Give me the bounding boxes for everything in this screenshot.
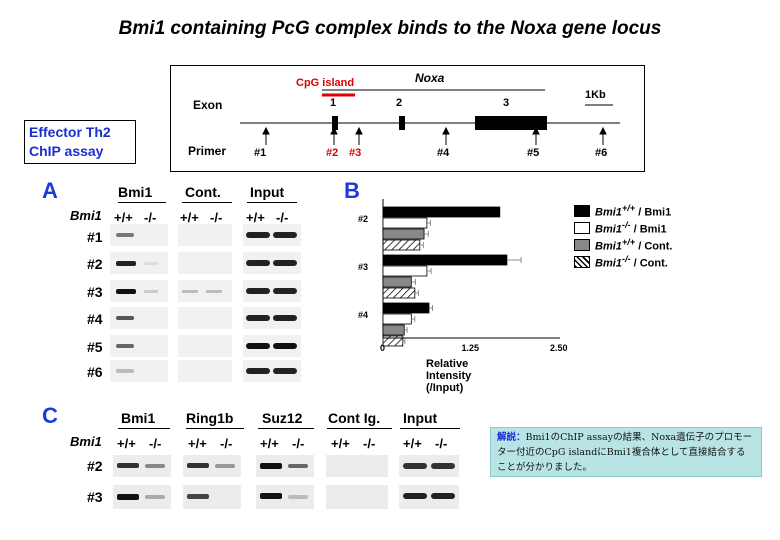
exon-1-block — [332, 116, 338, 130]
panel-a-letter: A — [42, 178, 58, 203]
bar-3-series-3 — [382, 276, 412, 288]
assay-label-line1: Effector Th2 — [29, 124, 111, 140]
panel-c-geno-9: +/+ — [403, 436, 422, 451]
panel-c-geno-2: -/- — [149, 436, 162, 451]
panel-c-geno-4: -/- — [220, 436, 233, 451]
note-keyword: 解説： — [497, 432, 526, 443]
exon-1-label: 1 — [330, 97, 337, 109]
panel-c-geno-3: +/+ — [188, 436, 207, 451]
panel-a-geno-2: -/- — [144, 210, 157, 225]
legend-swatch-2 — [574, 222, 590, 234]
panel-a-row-5: #5 — [87, 339, 103, 355]
panel-a-row-label: Bmi1 — [70, 208, 102, 223]
primer-1-label: #1 — [254, 147, 267, 159]
gene-name-label: Noxa — [415, 71, 445, 85]
primer-5-label: #5 — [527, 147, 540, 159]
exon-2-block — [399, 116, 405, 130]
panel-c-geno-10: -/- — [435, 436, 448, 451]
primer-2-label: #2 — [326, 147, 339, 159]
assay-label-line2: ChIP assay — [29, 143, 104, 159]
figure-title: Bmi1 containing PcG complex binds to the… — [118, 18, 662, 39]
panel-c-geno-1: +/+ — [117, 436, 136, 451]
panel-c-row-1: #2 — [87, 458, 103, 474]
chart-xtick-0: 0 — [380, 343, 386, 353]
panel-c-geno-7: +/+ — [331, 436, 350, 451]
panel-c-row-2: #3 — [87, 489, 103, 505]
exon-label: Exon — [193, 98, 223, 112]
panel-a-geno-1: +/+ — [114, 210, 133, 225]
exon-3-block — [475, 116, 547, 130]
panel-c-header-ring1b: Ring1b — [186, 410, 234, 426]
panel-a-row-6: #6 — [87, 364, 103, 380]
legend-swatch-1 — [574, 205, 590, 217]
panel-c-gels — [113, 455, 459, 509]
bar-2-series-1 — [382, 206, 501, 218]
panel-b-legend: Bmi1+/+ / Bmi1 Bmi1-/- / Bmi1 Bmi1+/+ / … — [574, 203, 734, 283]
panel-a-row-1: #1 — [87, 229, 103, 245]
panel-c-row-label: Bmi1 — [70, 434, 102, 449]
panel-b-chart — [382, 199, 560, 347]
bar-4-series-4 — [382, 335, 404, 347]
panel-c-header-input: Input — [403, 410, 438, 426]
cpg-island-label: CpG island — [296, 77, 355, 89]
primer-label: Primer — [188, 144, 227, 158]
scale-label: 1Kb — [585, 89, 606, 101]
exon-2-label: 2 — [396, 97, 403, 109]
bar-4-series-2 — [382, 313, 412, 325]
bar-3-series-1 — [382, 254, 508, 266]
bar-3-series-2 — [382, 265, 428, 277]
panel-c-header-suz12: Suz12 — [262, 410, 303, 426]
primer-4-label: #4 — [437, 147, 450, 159]
chart-xlabel: Relative Intensity (/Input) — [426, 358, 472, 394]
legend-label-3: Bmi1+/+ / Cont. — [595, 237, 673, 253]
exon-3-label: 3 — [503, 97, 510, 109]
panel-c-header-bmi1: Bmi1 — [121, 410, 156, 426]
bar-3-series-4 — [382, 287, 416, 299]
bar-2-series-3 — [382, 228, 425, 240]
panel-c-geno-6: -/- — [292, 436, 305, 451]
primer-3-label: #3 — [349, 147, 362, 159]
bar-2-series-4 — [382, 239, 421, 251]
bar-2-series-2 — [382, 217, 428, 229]
panel-a-geno-5: +/+ — [246, 210, 265, 225]
legend-swatch-3 — [574, 239, 590, 251]
chart-category-2: #2 — [358, 214, 369, 224]
panel-c-geno-5: +/+ — [260, 436, 279, 451]
legend-label-1: Bmi1+/+ / Bmi1 — [595, 203, 672, 219]
panel-a-row-3: #3 — [87, 284, 103, 300]
panel-b-letter: B — [344, 178, 360, 203]
panel-a-row-2: #2 — [87, 256, 103, 272]
primer-6-label: #6 — [595, 147, 608, 159]
legend-swatch-4 — [574, 256, 590, 268]
gene-map-diagram — [240, 89, 620, 145]
panel-a-geno-6: -/- — [276, 210, 289, 225]
chart-xtick-2: 2.50 — [550, 343, 568, 353]
bar-4-series-3 — [382, 324, 405, 336]
panel-c-letter: C — [42, 403, 58, 428]
gene-map-box — [170, 65, 645, 172]
panel-a-header-input: Input — [250, 184, 285, 200]
note-text: Bmi1のChIP assayの結果、Noxa遺伝子のプロモーター付近のCpG … — [497, 432, 753, 473]
panel-c-header-contig: Cont Ig. — [328, 410, 381, 426]
panel-a-header-bmi1: Bmi1 — [118, 184, 153, 200]
explanation-note: 解説：Bmi1のChIP assayの結果、Noxa遺伝子のプロモーター付近のC… — [490, 427, 762, 477]
primer-arrows — [262, 126, 607, 145]
panel-a-underline-cont — [182, 202, 232, 203]
panel-a-gels — [110, 224, 301, 382]
chart-category-4: #4 — [358, 310, 369, 320]
panel-a-geno-4: -/- — [210, 210, 223, 225]
chart-xtick-1: 1.25 — [461, 343, 480, 353]
panel-a-row-4: #4 — [87, 311, 103, 327]
panel-a-underline-input — [247, 202, 297, 203]
panel-c-geno-8: -/- — [363, 436, 376, 451]
panel-a-header-cont: Cont. — [185, 184, 221, 200]
panel-a-underline-bmi1 — [118, 202, 166, 203]
assay-label-box: Effector Th2 ChIP assay — [24, 120, 136, 164]
panel-a-geno-3: +/+ — [180, 210, 199, 225]
chart-category-3: #3 — [358, 262, 369, 272]
bar-4-series-1 — [382, 302, 430, 314]
legend-label-4: Bmi1-/- / Cont. — [595, 254, 668, 270]
legend-label-2: Bmi1-/- / Bmi1 — [595, 220, 667, 236]
